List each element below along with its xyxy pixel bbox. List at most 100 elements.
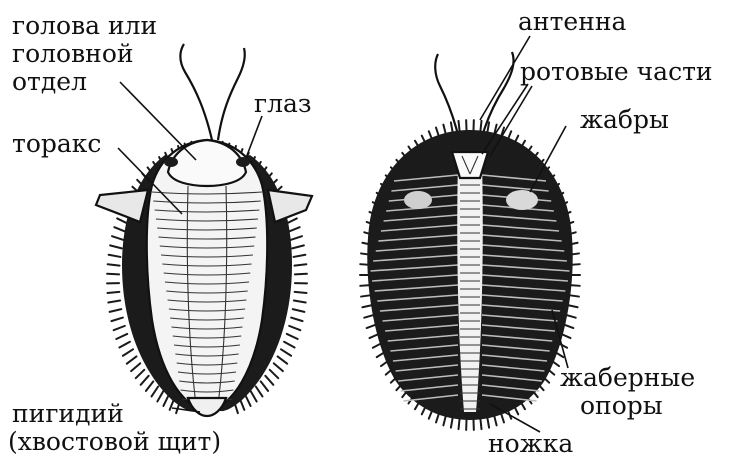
ventral-spine xyxy=(570,264,580,265)
dorsal-spine xyxy=(152,386,159,396)
ventral-spine xyxy=(569,253,579,254)
ventral-spine xyxy=(451,122,453,132)
ventral-spine xyxy=(370,334,379,338)
ventral-spine xyxy=(362,305,372,307)
label-mouthparts: ротовые части xyxy=(520,57,713,86)
label-pygidium-line1: пигидий xyxy=(12,399,124,428)
label-antenna: антенна xyxy=(518,7,627,36)
ventral-spine xyxy=(443,416,445,426)
dorsal-spine xyxy=(110,245,122,248)
label-head-line1: голова или xyxy=(12,11,157,40)
dorsal-spine xyxy=(123,349,133,355)
label-thorax: торакс xyxy=(12,129,101,158)
dorsal-right-genal-flap xyxy=(268,190,312,222)
ventral-spine xyxy=(494,416,496,426)
dorsal-spine xyxy=(114,326,125,330)
dorsal-spine xyxy=(284,342,295,348)
ventral-spine xyxy=(487,122,489,132)
dorsal-spine xyxy=(274,363,283,371)
dorsal-spine xyxy=(245,395,250,406)
dorsal-spine xyxy=(163,395,168,406)
dorsal-left-antenna xyxy=(180,44,212,140)
label-gills: жабры xyxy=(580,105,669,134)
dorsal-spine xyxy=(157,391,163,401)
ventral-spine xyxy=(436,413,439,423)
dorsal-spine xyxy=(251,391,257,401)
dorsal-spine xyxy=(281,349,291,355)
dorsal-spine xyxy=(117,218,128,223)
dorsal-spine xyxy=(110,309,122,312)
dorsal-spine xyxy=(291,318,302,322)
dorsal-right-antenna xyxy=(218,48,245,140)
dorsal-spine xyxy=(107,274,119,275)
label-gill-supports-line1: жаберные xyxy=(560,363,695,392)
dorsal-spine xyxy=(295,292,307,293)
label-leg: ножка xyxy=(488,429,573,458)
ventral-spine xyxy=(487,418,489,428)
dorsal-spine xyxy=(109,255,121,257)
ventral-spine xyxy=(367,325,376,328)
ventral-spine xyxy=(568,305,578,307)
dorsal-spine xyxy=(294,255,306,257)
ventral-gill-patch xyxy=(506,190,538,210)
dorsal-spine xyxy=(136,370,145,378)
ventral-spine xyxy=(360,264,370,265)
dorsal-spine xyxy=(114,227,125,232)
dorsal-spine xyxy=(107,292,119,293)
label-head-line2: головной xyxy=(12,39,134,68)
label-gill-supports-line2: опоры xyxy=(580,391,663,420)
ventral-spine xyxy=(364,315,374,318)
dorsal-spine xyxy=(141,376,149,385)
dorsal-spine xyxy=(265,376,273,385)
dorsal-spine xyxy=(146,381,153,391)
dorsal-spine xyxy=(127,356,137,363)
ventral-spine xyxy=(570,285,580,286)
dorsal-spine xyxy=(256,386,263,396)
label-pygidium-line2: (хвостовой щит) xyxy=(8,427,221,456)
dorsal-spine xyxy=(292,245,304,248)
ventral-spine xyxy=(480,419,481,429)
dorsal-spine xyxy=(278,356,288,363)
ventral-spine xyxy=(566,315,576,318)
dorsal-spine xyxy=(131,363,140,371)
dorsal-spine xyxy=(294,264,306,265)
ventral-spine xyxy=(564,325,573,328)
dorsal-spine xyxy=(116,334,127,339)
dorsal-spine xyxy=(289,326,300,330)
ventral-spine xyxy=(459,419,460,429)
dorsal-right-eye xyxy=(236,157,250,167)
leader-head xyxy=(120,82,196,160)
dorsal-pygidium xyxy=(188,398,226,416)
dorsal-spine xyxy=(119,342,130,348)
dorsal-spine xyxy=(291,236,302,240)
label-head-line3: отдел xyxy=(12,67,87,96)
ventral-spine xyxy=(451,418,453,428)
ventral-spine xyxy=(459,121,460,131)
ventral-spine xyxy=(501,413,504,423)
ventral-spine xyxy=(569,295,579,296)
dorsal-left-genal-flap xyxy=(96,190,148,222)
dorsal-spine xyxy=(270,370,279,378)
ventral-spine xyxy=(361,253,371,254)
ventral-spine xyxy=(361,295,371,296)
dorsal-spine xyxy=(261,381,268,391)
labels: голова или головной отдел глаз торакс пи… xyxy=(8,7,713,458)
ventral-gill-patch-left xyxy=(404,191,432,209)
dorsal-spine xyxy=(108,301,120,303)
dorsal-spine xyxy=(289,227,300,232)
trilobite-ventral-view xyxy=(360,52,580,430)
dorsal-spine xyxy=(294,301,306,303)
label-eye: глаз xyxy=(254,89,312,118)
ventral-spine xyxy=(443,125,445,135)
ventral-spine xyxy=(360,285,370,286)
dorsal-spine xyxy=(108,264,120,265)
ventral-spine xyxy=(561,334,570,338)
dorsal-spine xyxy=(112,236,123,240)
dorsal-spine xyxy=(293,309,305,312)
ventral-spine xyxy=(480,121,481,131)
leader-eye xyxy=(246,116,262,158)
dorsal-spine xyxy=(240,399,244,410)
dorsal-spine xyxy=(111,318,122,322)
dorsal-spine xyxy=(287,334,298,339)
